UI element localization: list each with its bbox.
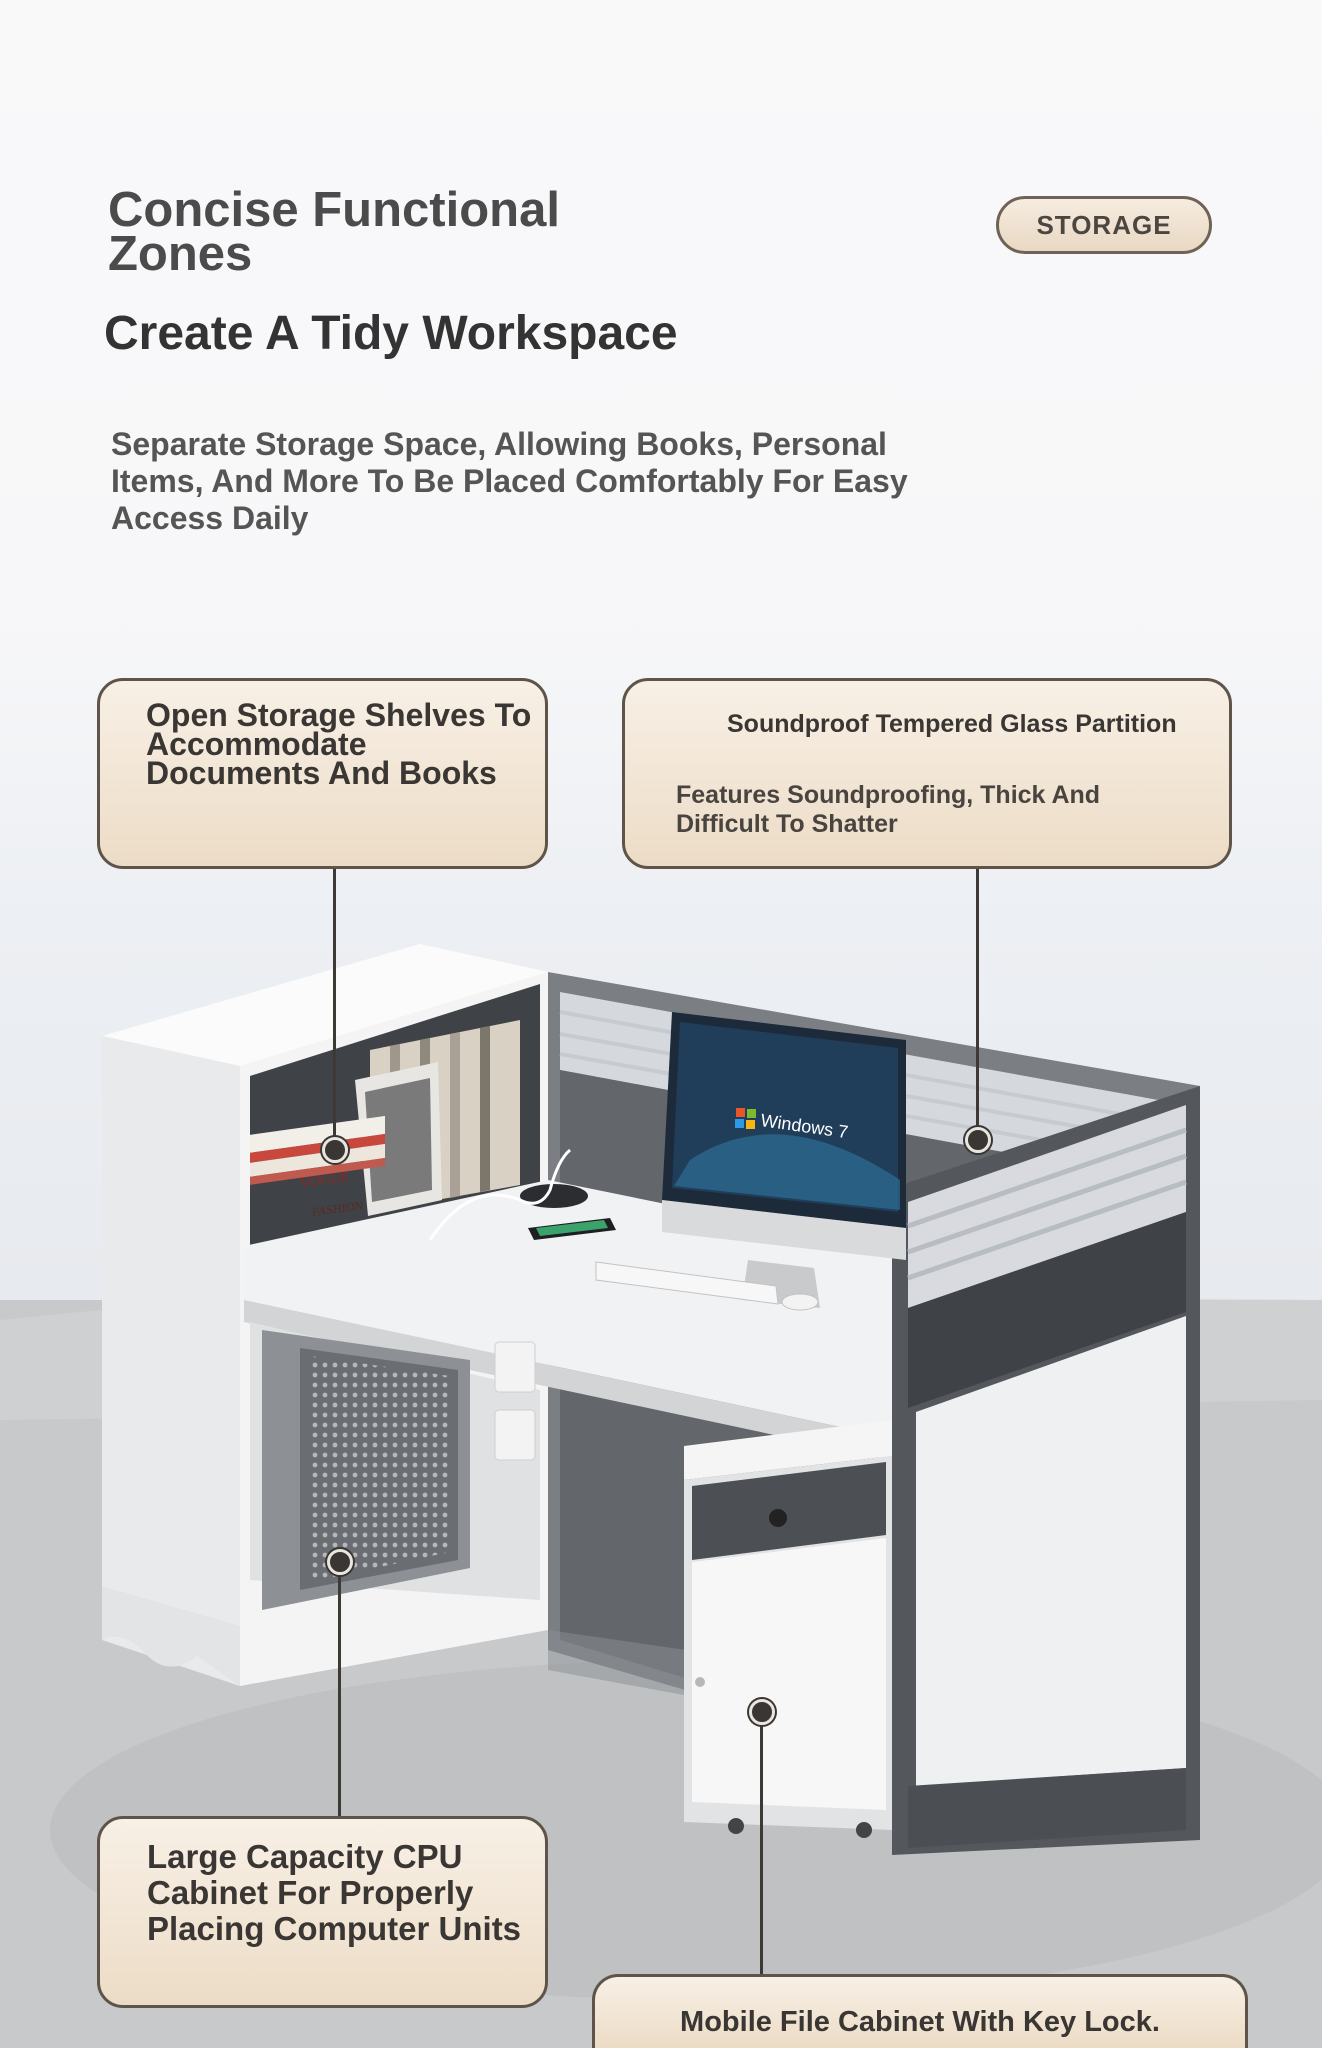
marker-glass [965,1127,991,1153]
section-subtitle: Create A Tidy Workspace [104,307,678,360]
key-lock-icon [769,1509,787,1527]
leader-glass [976,869,979,1139]
bookshelf-top [102,944,548,1066]
marker-cabinet [749,1699,775,1725]
marker-shelves [322,1137,348,1163]
callout-cpu-cabinet: Large Capacity CPU Cabinet For Properly … [97,1816,548,2008]
callout-cpu-cabinet-text: Large Capacity CPU Cabinet For Properly … [147,1838,522,1947]
windows-logo-icon [735,1108,756,1129]
callout-tempered-glass-desc: Features Soundproofing, Thick And Diffic… [676,781,1101,838]
storage-badge: STORAGE [996,196,1212,254]
marker-cpu [327,1549,353,1575]
callout-mobile-cabinet: Mobile File Cabinet With Key Lock. [592,1974,1248,2048]
mouse [781,1293,819,1311]
section-title: Concise Functional Zones [108,183,560,281]
section-description: Separate Storage Space, Allowing Books, … [111,426,908,536]
mobile-pedestal [684,1420,892,1480]
callout-mobile-cabinet-text: Mobile File Cabinet With Key Lock. [680,2006,1160,2038]
callout-open-shelves: Open Storage Shelves To Accommodate Docu… [97,678,548,869]
keyboard [595,1261,779,1305]
leader-cabinet [760,1718,763,1974]
callout-tempered-glass: Soundproof Tempered Glass Partition Feat… [622,678,1232,869]
leader-shelves [333,869,336,1149]
desk-top [244,1180,892,1438]
leader-cpu [338,1568,341,1816]
callout-open-shelves-text: Open Storage Shelves To Accommodate Docu… [146,697,532,791]
book-label-vogue: VOGUE [300,1169,349,1192]
callout-tempered-glass-title: Soundproof Tempered Glass Partition [727,710,1177,738]
books: VOGUE FASHION [250,1020,520,1219]
